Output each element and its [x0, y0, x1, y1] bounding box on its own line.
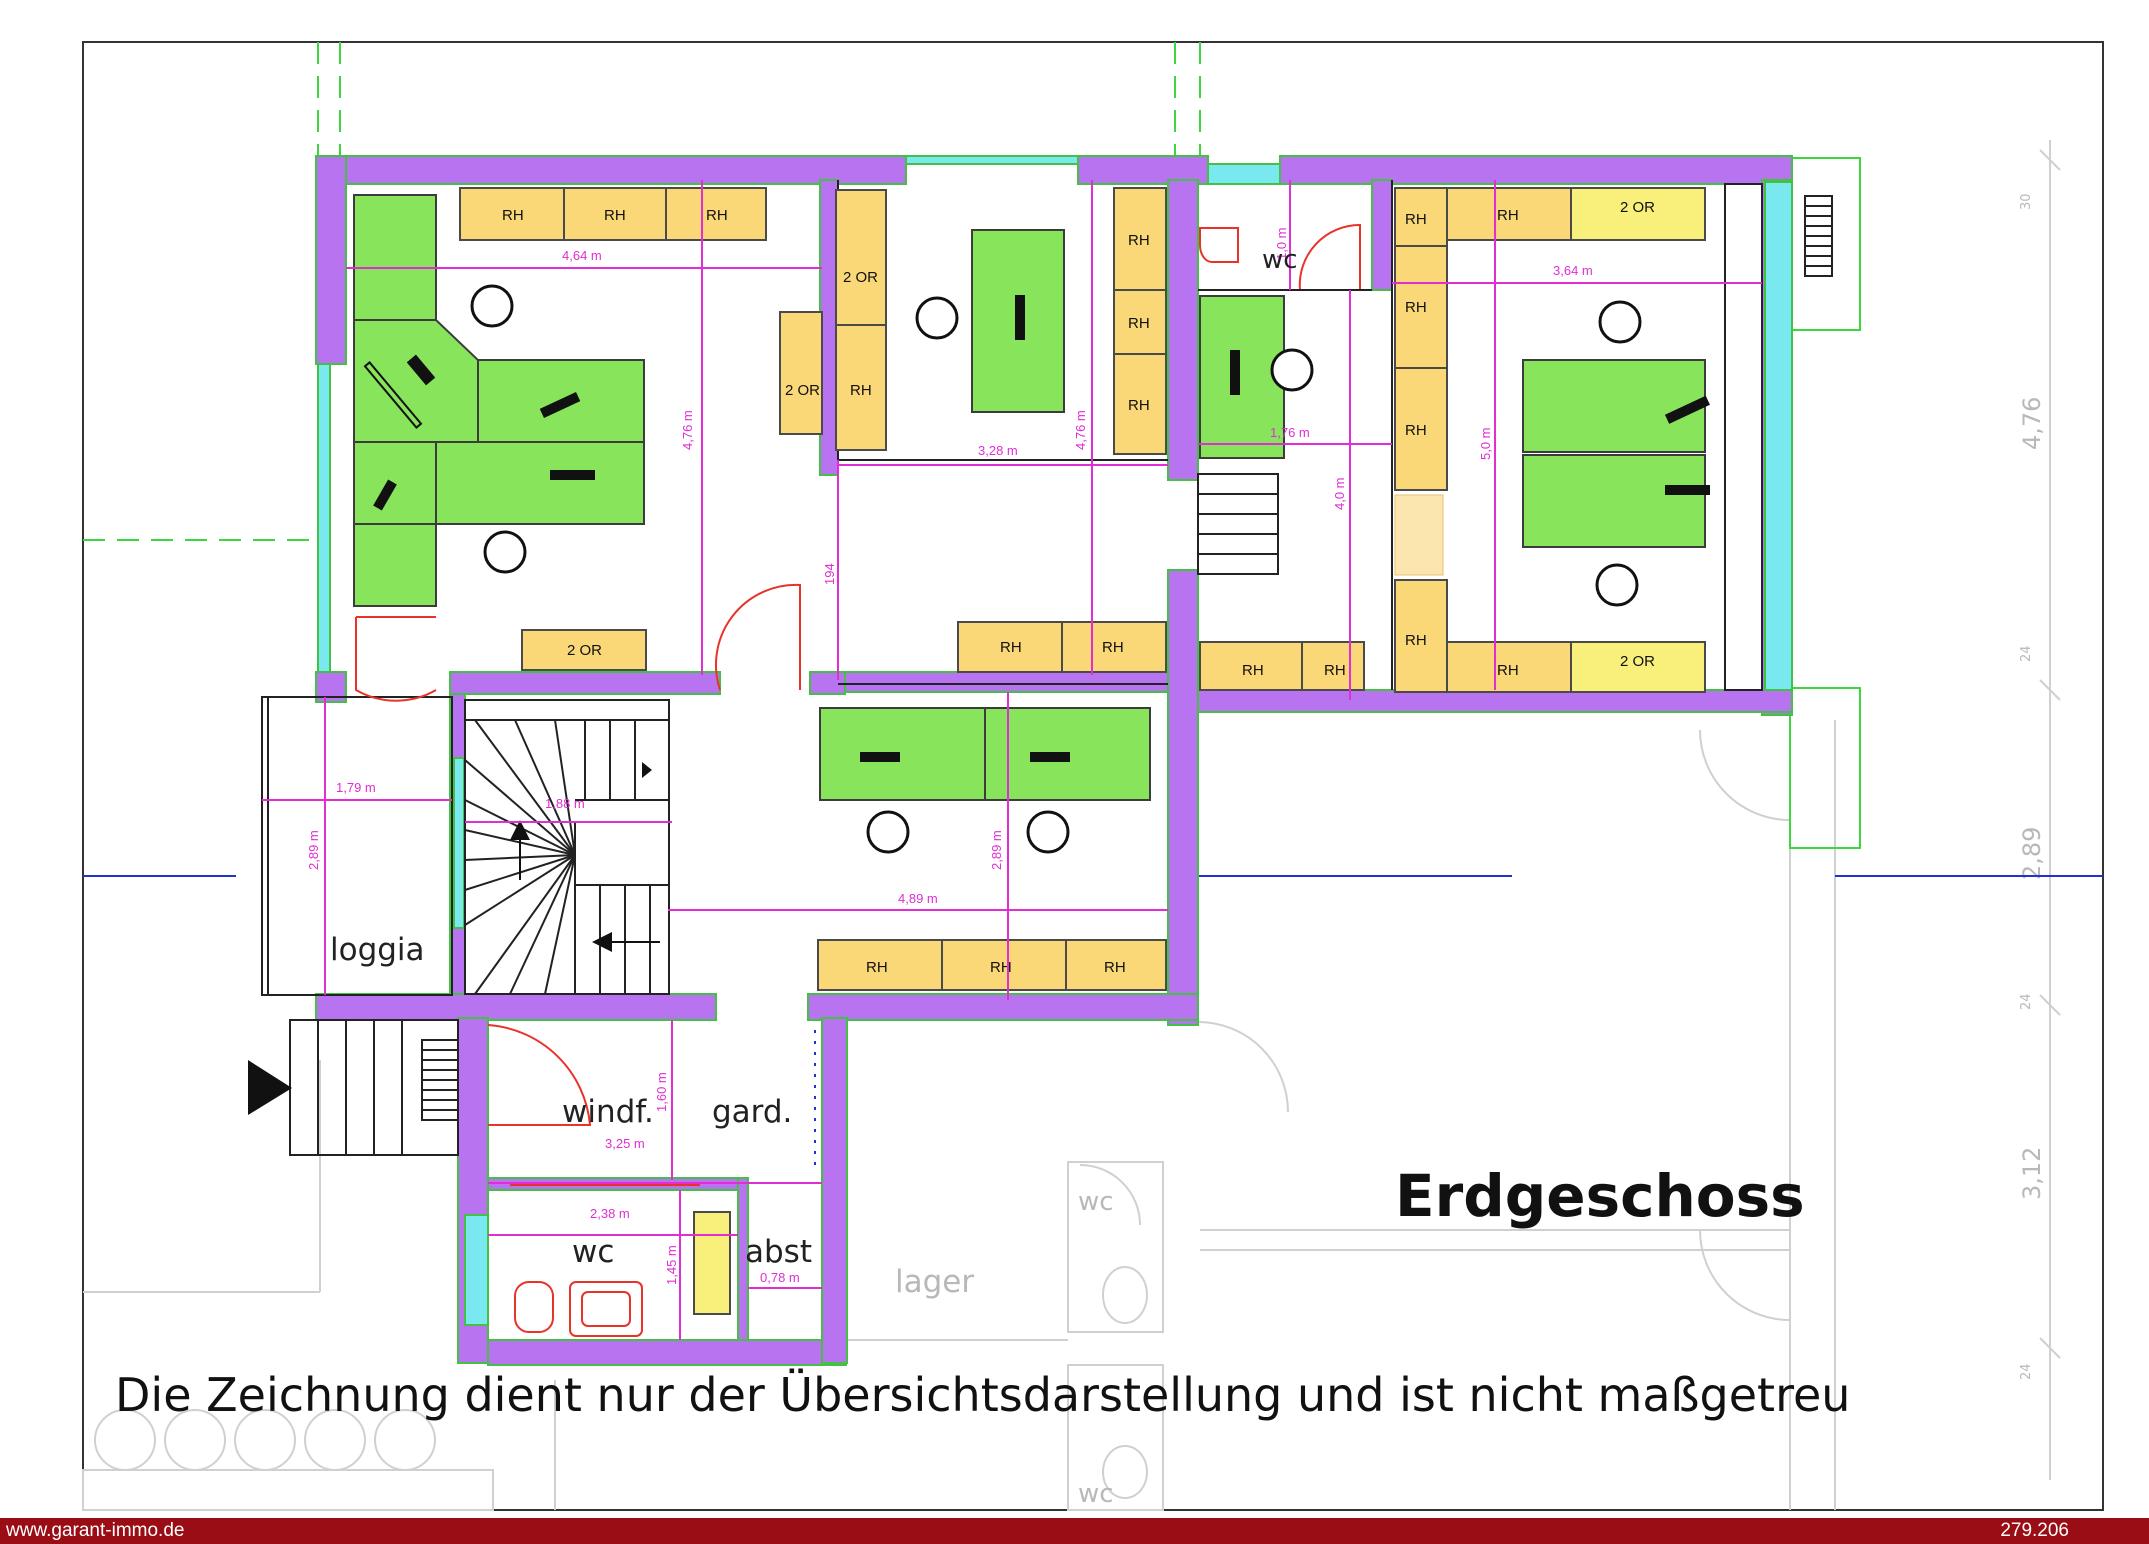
stair-arrow-icon: [642, 762, 652, 778]
dimension-label: 0,78 m: [760, 1270, 800, 1285]
dimension-label: 4,0 m: [1332, 477, 1347, 510]
monitor-icon: [363, 295, 1710, 762]
ghost-dim-312: 3,12: [2018, 1147, 2046, 1200]
dimension-label: 3,28 m: [978, 443, 1018, 458]
shelf-label: RH: [1102, 639, 1124, 656]
dimension-label: 1,0 m: [1274, 227, 1289, 260]
toilet-icon: [514, 227, 1239, 1333]
ghost-room-wc-2: wc: [1078, 1479, 1114, 1509]
floor-title: Erdgeschoss: [1395, 1162, 1805, 1230]
shelf-label: 2 OR: [1620, 653, 1655, 670]
dimension-label: 1,45 m: [664, 1245, 679, 1285]
ghost-dim-30: 30: [2019, 193, 2034, 210]
ghost-dim-24a: 24: [2019, 645, 2034, 662]
hatch-strip: [1394, 494, 1444, 576]
shelf-label: RH: [1405, 211, 1427, 228]
facade-steps: [1804, 195, 1833, 277]
dimension-label: 2,89 m: [989, 830, 1004, 870]
entrance-stairs: [289, 1019, 459, 1156]
room-label-windfang: windf.: [562, 1094, 654, 1130]
dimension-label: 2,38 m: [590, 1206, 630, 1221]
shelf-label: 2 OR: [567, 642, 602, 659]
main-staircase: [464, 699, 670, 995]
dimension-label: 1,79 m: [336, 780, 376, 795]
shelf-label: RH: [1128, 232, 1150, 249]
room-label-garderobe: gard.: [712, 1094, 792, 1130]
shelf-label: 2 OR: [1620, 199, 1655, 216]
room-label-wc: wc: [572, 1234, 614, 1270]
shelf-label: RH: [502, 207, 524, 224]
shelf-label: RH: [1405, 632, 1427, 649]
dimension-label: 3,64 m: [1553, 263, 1593, 278]
room-label-wc-upper: wc: [1262, 245, 1298, 275]
dimension-label: 194: [822, 563, 837, 585]
shelf-label: RH: [1405, 299, 1427, 316]
ghost-dim-476: 4,76: [2018, 397, 2046, 450]
shelf-label: RH: [1128, 315, 1150, 332]
shelf-label: RH: [1000, 639, 1022, 656]
shelf-label: RH: [1242, 662, 1264, 679]
dimension-lines: [262, 180, 1762, 1340]
shelf-label: RH: [850, 382, 872, 399]
dimension-label: 4,76 m: [1073, 410, 1088, 450]
shelf-label: RH: [990, 959, 1012, 976]
shelves: [459, 187, 1706, 1315]
dimension-label: 1,76 m: [1270, 425, 1310, 440]
ghost-dim-24c: 24: [2019, 1363, 2034, 1380]
footer-website-link[interactable]: www.garant-immo.de: [6, 1520, 185, 1541]
doors: [355, 223, 1361, 1186]
shelf-label: RH: [706, 207, 728, 224]
ghost-room-lager: lager: [895, 1264, 974, 1300]
ghost-dim-24b: 24: [2019, 993, 2034, 1010]
shelf-label: RH: [1324, 662, 1346, 679]
dimension-label: 4,64 m: [562, 248, 602, 263]
entrance-arrow-icon: [248, 1060, 292, 1115]
property-lines-solid: [1789, 157, 1861, 849]
ghost-dim-289: 2,89: [2018, 827, 2046, 880]
dimension-label: 4,89 m: [898, 891, 938, 906]
dimension-label: 4,76 m: [680, 410, 695, 450]
side-stairs: [1197, 473, 1279, 575]
shelf-label: RH: [1104, 959, 1126, 976]
dimension-label: 1,60 m: [654, 1072, 669, 1112]
disclaimer-text: Die Zeichnung dient nur der Übersichtsda…: [115, 1368, 1851, 1422]
shelf-label: RH: [1497, 207, 1519, 224]
shelf-label: 2 OR: [785, 382, 820, 399]
dimension-label: 1,88 m: [545, 796, 585, 811]
shelf-label: RH: [1405, 422, 1427, 439]
shelf-label: RH: [604, 207, 626, 224]
stair-arrow-icon: [592, 932, 612, 952]
property-lines: [83, 42, 1201, 541]
dimension-label: 3,25 m: [605, 1136, 645, 1151]
dimension-label: 2,89 m: [306, 830, 321, 870]
shelf-label: RH: [866, 959, 888, 976]
shelf-label: RH: [1128, 397, 1150, 414]
washbasin-icon: [569, 1281, 643, 1337]
shelf-label: 2 OR: [843, 269, 878, 286]
ghost-room-wc-1: wc: [1078, 1187, 1114, 1217]
shelf-label: RH: [1497, 662, 1519, 679]
windows: [317, 155, 1793, 1326]
stair-arrow-icon: [510, 820, 530, 840]
dimension-label: 5,0 m: [1478, 427, 1493, 460]
room-label-abstell: abst: [745, 1234, 812, 1270]
ghost-lines: [82, 140, 2061, 1511]
office-chair-icon: [470, 284, 1642, 854]
footer-bar: www.garant-immo.de 279.206: [0, 1518, 2149, 1544]
room-label-loggia: loggia: [330, 932, 425, 968]
footer-reference: 279.206: [2000, 1520, 2069, 1541]
loggia-structure: [261, 696, 453, 996]
desks: [353, 194, 1706, 801]
